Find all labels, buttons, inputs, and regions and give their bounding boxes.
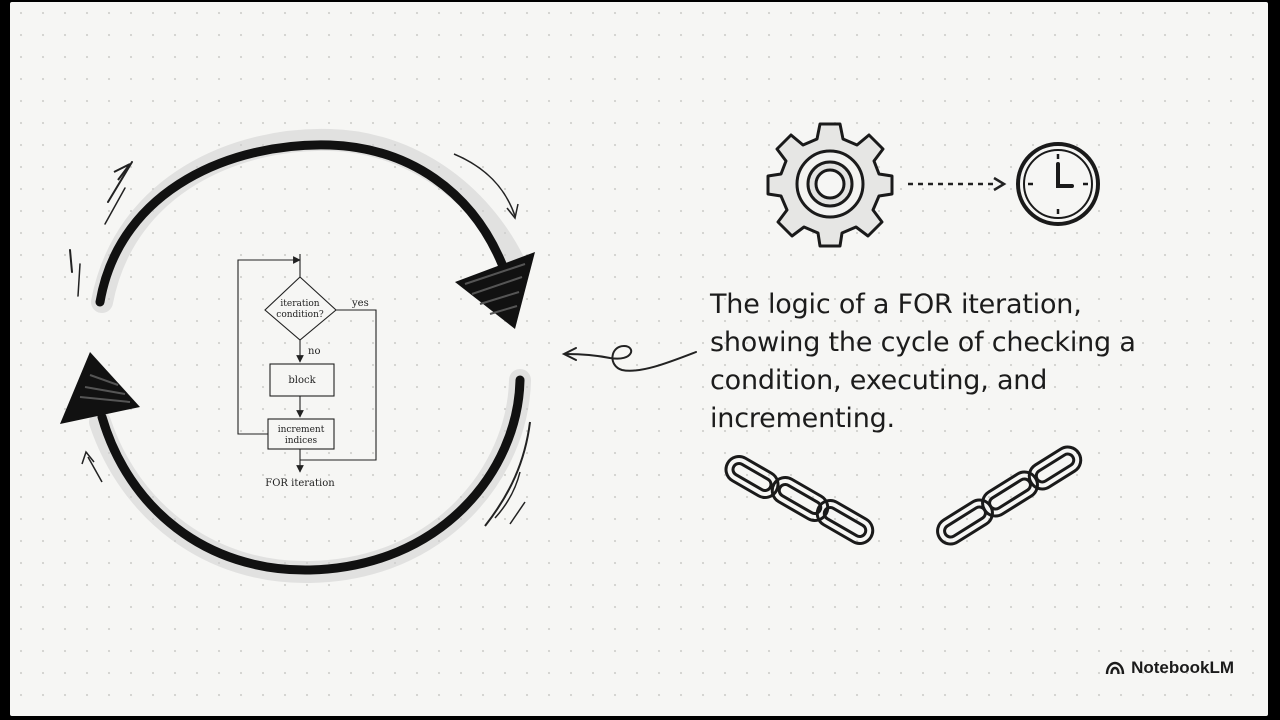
clock-icon [1016,142,1100,226]
chain-link-icon [724,455,875,545]
decision-label-line2: condition? [276,310,324,320]
decision-label-line1: iteration [280,299,319,309]
slide: iteration condition? yes no block increm… [10,2,1268,716]
diagram-canvas: iteration condition? yes no block increm… [60,122,1100,584]
increment-box [267,418,335,450]
flowchart [237,254,377,473]
no-label: no [308,346,320,357]
notebooklm-logo-icon [1105,661,1125,675]
block-box [269,363,335,397]
yes-label: yes [351,298,369,309]
brand-name: NotebookLM [1131,658,1234,677]
brand-mark: NotebookLM [1105,658,1234,678]
slide-caption: The logic of a FOR iteration, showing th… [710,289,1136,434]
curly-arrow-icon [561,344,697,372]
increment-label-line1: increment [278,425,325,435]
increment-label-line2: indices [285,436,318,446]
dotted-arrow [908,176,1007,192]
circular-arrows-icon [60,128,535,584]
chain-link-icon [936,445,1083,546]
gear-icon [766,122,894,248]
flowchart-title: FOR iteration [265,478,335,489]
block-label: block [288,375,316,386]
